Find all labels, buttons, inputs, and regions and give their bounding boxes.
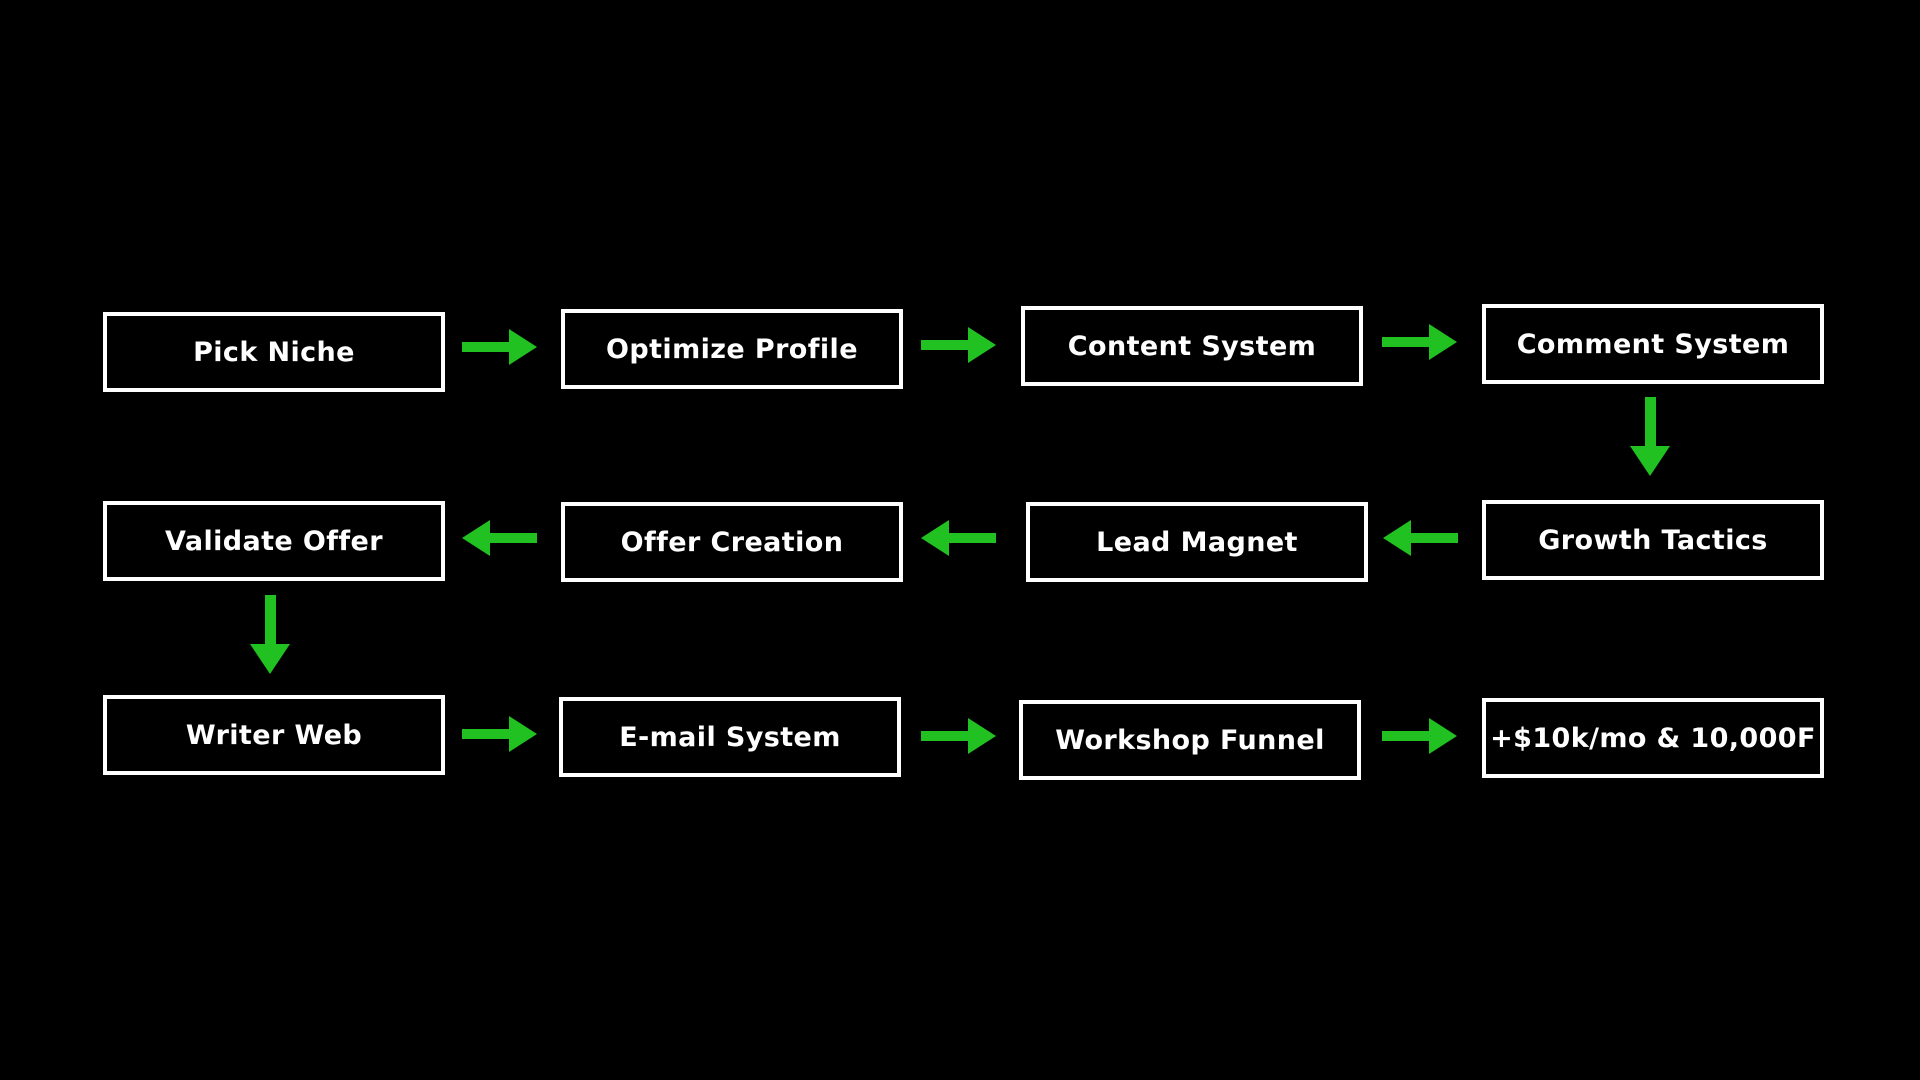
arrow-stem: [462, 729, 509, 739]
node-label: Pick Niche: [193, 336, 355, 368]
arrow-head: [250, 644, 290, 674]
arrow-stem: [462, 342, 509, 352]
arrow-stem: [1382, 337, 1429, 347]
arrow-head: [921, 520, 949, 556]
node-pick-niche: Pick Niche: [103, 312, 445, 392]
arrow-head: [1383, 520, 1411, 556]
node-label: Validate Offer: [165, 525, 383, 557]
arrow-head: [1429, 718, 1457, 754]
node-offer-creation: Offer Creation: [561, 502, 903, 582]
arrow-head: [968, 327, 996, 363]
node-email-system: E-mail System: [559, 697, 901, 777]
node-label: Growth Tactics: [1538, 524, 1768, 556]
arrow-left-icon: [921, 520, 996, 556]
node-comment-system: Comment System: [1482, 304, 1824, 384]
node-label: Lead Magnet: [1096, 526, 1298, 558]
node-label: Content System: [1067, 330, 1317, 362]
arrow-stem: [921, 340, 968, 350]
arrow-stem: [1382, 731, 1429, 741]
node-content-system: Content System: [1021, 306, 1363, 386]
arrow-stem: [490, 533, 537, 543]
arrow-stem: [949, 533, 996, 543]
arrow-stem: [921, 731, 968, 741]
arrow-head: [462, 520, 490, 556]
arrow-left-icon: [1383, 520, 1458, 556]
node-writer-web: Writer Web: [103, 695, 445, 775]
arrow-down-icon: [250, 595, 290, 674]
node-validate-offer: Validate Offer: [103, 501, 445, 581]
node-label: E-mail System: [619, 721, 841, 753]
arrow-right-icon: [462, 716, 537, 752]
node-label: Workshop Funnel: [1055, 724, 1325, 756]
arrow-right-icon: [921, 718, 996, 754]
node-goal: +$10k/mo & 10,000F: [1482, 698, 1824, 778]
node-growth-tactics: Growth Tactics: [1482, 500, 1824, 580]
arrow-left-icon: [462, 520, 537, 556]
node-workshop-funnel: Workshop Funnel: [1019, 700, 1361, 780]
arrow-right-icon: [921, 327, 996, 363]
arrow-right-icon: [1382, 324, 1457, 360]
node-label: Writer Web: [185, 719, 363, 751]
node-lead-magnet: Lead Magnet: [1026, 502, 1368, 582]
arrow-right-icon: [462, 329, 537, 365]
arrow-right-icon: [1382, 718, 1457, 754]
arrow-head: [1630, 446, 1670, 476]
arrow-stem: [264, 595, 276, 644]
arrow-down-icon: [1630, 397, 1670, 476]
node-label: +$10k/mo & 10,000F: [1490, 722, 1816, 754]
arrow-head: [509, 716, 537, 752]
arrow-stem: [1644, 397, 1656, 446]
arrow-head: [509, 329, 537, 365]
node-optimize-profile: Optimize Profile: [561, 309, 903, 389]
node-label: Offer Creation: [620, 526, 844, 558]
arrow-stem: [1411, 533, 1458, 543]
arrow-head: [968, 718, 996, 754]
arrow-head: [1429, 324, 1457, 360]
node-label: Comment System: [1516, 328, 1790, 360]
node-label: Optimize Profile: [606, 333, 858, 365]
